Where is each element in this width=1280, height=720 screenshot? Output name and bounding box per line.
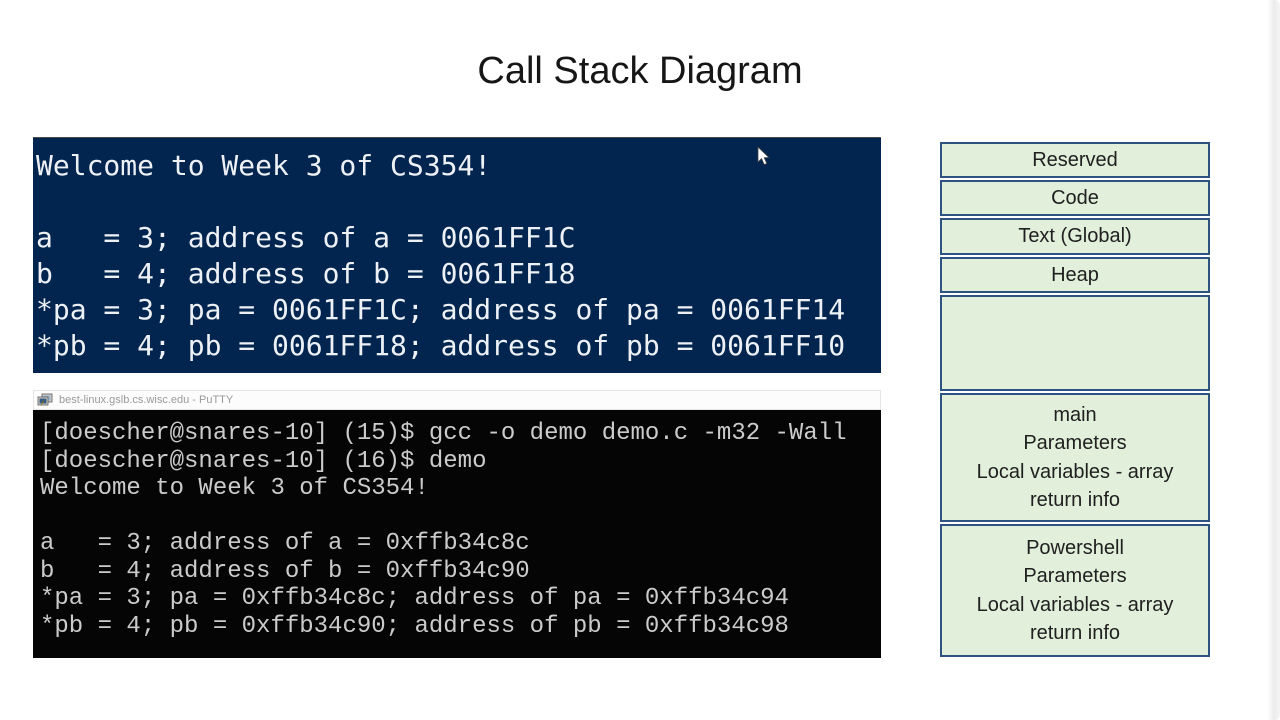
putty-icon — [37, 393, 53, 406]
memory-segment-label: Local variables - array — [976, 460, 1174, 483]
memory-segment: Reserved — [940, 142, 1210, 178]
terminal-line — [36, 184, 881, 220]
putty-titlebar[interactable]: best-linux.gslb.cs.wisc.edu - PuTTY — [33, 390, 881, 410]
terminal-line: b = 4; address of b = 0061FF18 — [36, 257, 576, 290]
memory-segment: Heap — [940, 257, 1210, 293]
terminal-line: [doescher@snares-10] (16)$ demo — [40, 447, 487, 475]
terminal-line: [doescher@snares-10] (15)$ gcc -o demo d… — [40, 420, 847, 447]
memory-segment-label: return info — [1029, 489, 1121, 511]
memory-segment-label: Parameters — [1023, 432, 1127, 454]
putty-terminal: [doescher@snares-10] (15)$ gcc -o demo d… — [33, 410, 881, 658]
putty-window-title: best-linux.gslb.cs.wisc.edu - PuTTY — [59, 394, 234, 406]
powershell-terminal: Welcome to Week 3 of CS354! a = 3; addre… — [33, 137, 881, 373]
terminal-line: *pb = 4; pb = 0xffb34c90; address of pb … — [40, 612, 789, 640]
memory-segment-label: main — [1053, 403, 1097, 426]
terminal-line: Welcome to Week 3 of CS354! — [40, 475, 429, 502]
terminal-line: a = 3; address of a = 0061FF1C — [36, 221, 576, 254]
terminal-line: *pb = 4; pb = 0061FF18; address of pb = … — [36, 329, 846, 362]
memory-segment-label: Powershell — [1026, 536, 1124, 559]
terminal-line — [40, 503, 881, 531]
memory-segment-label: Parameters — [1023, 565, 1127, 587]
memory-segment-label: Code — [1051, 186, 1099, 209]
terminal-line: *pa = 3; pa = 0061FF1C; address of pa = … — [36, 293, 846, 326]
memory-segment-label: Text (Global) — [1018, 225, 1132, 248]
memory-segment-label: Local variables - array — [976, 593, 1174, 616]
memory-segment-label: Heap — [1051, 263, 1099, 286]
page-title: Call Stack Diagram — [477, 50, 803, 92]
memory-segment-label: Reserved — [1032, 148, 1118, 171]
terminal-line: Welcome to Week 3 of CS354! — [36, 149, 492, 182]
memory-segment — [940, 295, 1210, 391]
terminal-line: a = 3; address of a = 0xffb34c8c — [40, 530, 530, 557]
screen-edge-shadow — [1267, 0, 1280, 720]
memory-segment: Code — [940, 180, 1210, 216]
mouse-cursor-icon — [757, 146, 770, 166]
terminal-line: b = 4; address of b = 0xffb34c90 — [40, 557, 530, 585]
memory-segment-label: return info — [1029, 622, 1121, 644]
terminal-line: *pa = 3; pa = 0xffb34c8c; address of pa … — [40, 585, 789, 612]
memory-segment: Text (Global) — [940, 218, 1210, 255]
